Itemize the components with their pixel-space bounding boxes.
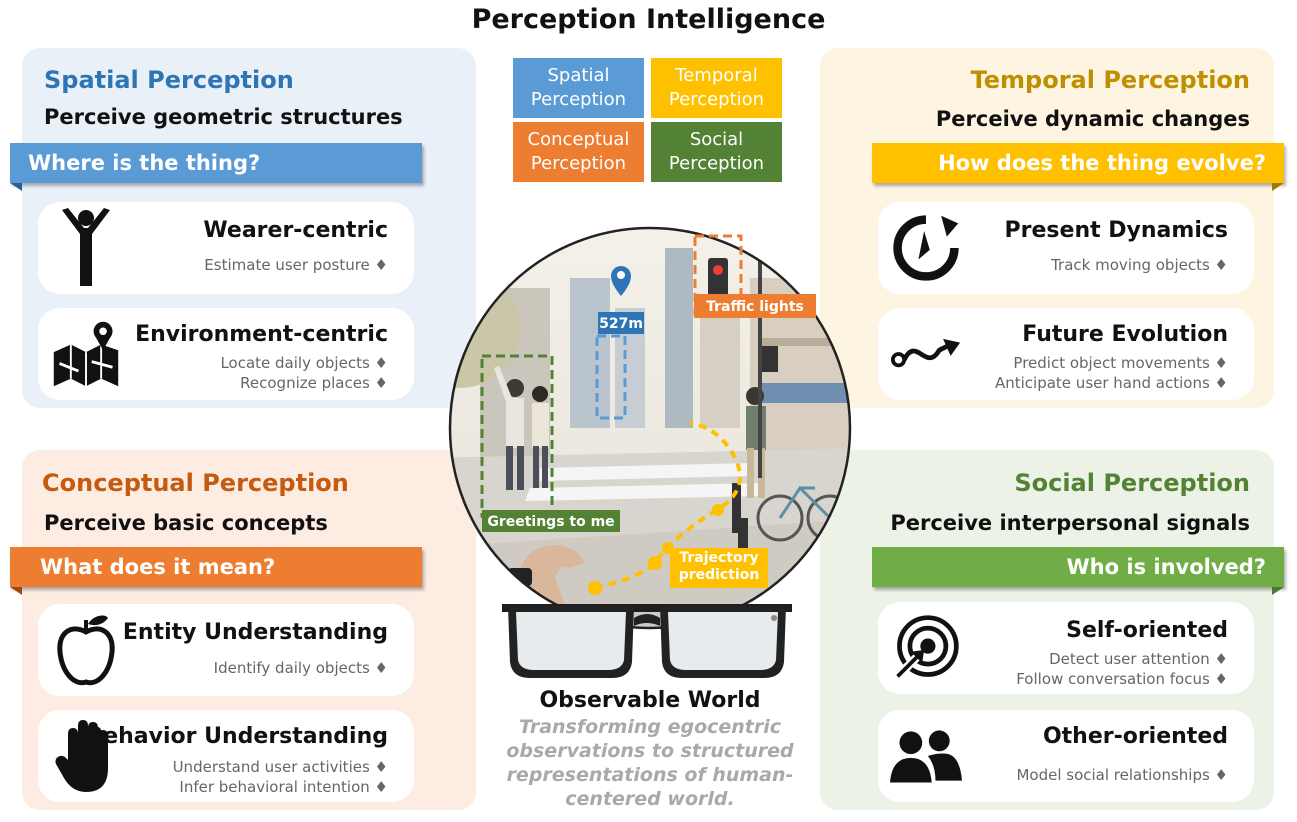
observable-world-description: Transforming egocentric observations to …: [506, 716, 794, 810]
wearer-centric-card: Wearer-centric Estimate user posture ♦: [38, 202, 414, 294]
map-pin-icon: [50, 308, 122, 400]
card-title: Entity Understanding: [122, 620, 388, 645]
target-icon: [890, 602, 962, 694]
conceptual-question-banner: What does it mean?: [10, 547, 422, 587]
traffic-lights-label: Traffic lights: [706, 299, 804, 315]
apple-icon: [50, 604, 122, 696]
trajectory-label: Trajectory prediction: [678, 550, 760, 583]
conceptual-title: Conceptual Perception: [42, 469, 349, 497]
clock-refresh-icon: [890, 202, 962, 294]
card-line: Model social relationships ♦: [1016, 766, 1228, 784]
wave-arrow-icon: [890, 308, 962, 400]
environment-centric-card: Environment-centric Locate daily objects…: [38, 308, 414, 400]
spatial-question-banner: Where is the thing?: [10, 143, 422, 183]
other-oriented-card: Other-oriented Model social relationship…: [878, 710, 1254, 802]
page-title: Perception Intelligence: [471, 4, 826, 35]
card-title: Wearer-centric: [203, 218, 388, 243]
card-line: Recognize places ♦: [240, 374, 388, 392]
social-subtitle: Perceive interpersonal signals: [890, 511, 1250, 535]
legend-spatial: Spatial Perception: [513, 58, 644, 118]
card-title: Other-oriented: [1042, 724, 1228, 749]
conceptual-subtitle: Perceive basic concepts: [44, 511, 328, 535]
social-title: Social Perception: [1014, 469, 1250, 497]
card-title: Behavior Understanding: [86, 724, 388, 749]
card-line: Estimate user posture ♦: [204, 256, 388, 274]
temporal-question-banner: How does the thing evolve?: [872, 143, 1284, 183]
greetings-label: Greetings to me: [487, 514, 615, 530]
legend-conceptual: Conceptual Perception: [513, 122, 644, 182]
card-line: Locate daily objects ♦: [220, 354, 388, 372]
card-line: Predict object movements ♦: [1013, 354, 1228, 372]
card-title: Present Dynamics: [1004, 218, 1228, 243]
card-title: Environment-centric: [135, 322, 388, 347]
hand-icon: [50, 710, 122, 802]
social-question-banner: Who is involved?: [872, 547, 1284, 587]
observable-world-scene: [448, 226, 852, 678]
legend-social: Social Perception: [651, 122, 782, 182]
spatial-subtitle: Perceive geometric structures: [44, 105, 403, 129]
behavior-understanding-card: Behavior Understanding Understand user a…: [38, 710, 414, 802]
card-line: Detect user attention ♦: [1049, 650, 1228, 668]
entity-understanding-card: Entity Understanding Identify daily obje…: [38, 604, 414, 696]
temporal-title: Temporal Perception: [970, 66, 1250, 94]
person-arms-up-icon: [50, 202, 122, 294]
people-icon: [890, 710, 962, 802]
card-line: Understand user activities ♦: [172, 758, 388, 776]
card-title: Future Evolution: [1022, 322, 1228, 347]
legend-temporal: Temporal Perception: [651, 58, 782, 118]
observable-world-title: Observable World: [539, 688, 761, 713]
spatial-title: Spatial Perception: [44, 66, 294, 94]
banner-fold: [10, 587, 22, 595]
self-oriented-card: Self-oriented Detect user attention ♦ Fo…: [878, 602, 1254, 694]
card-line: Anticipate user hand actions ♦: [994, 374, 1228, 392]
card-line: Track moving objects ♦: [1051, 256, 1228, 274]
card-title: Self-oriented: [1066, 618, 1228, 643]
banner-fold: [1272, 587, 1284, 595]
temporal-subtitle: Perceive dynamic changes: [935, 107, 1250, 131]
future-evolution-card: Future Evolution Predict object movement…: [878, 308, 1254, 400]
card-line: Identify daily objects ♦: [213, 659, 388, 677]
present-dynamics-card: Present Dynamics Track moving objects ♦: [878, 202, 1254, 294]
banner-fold: [10, 183, 22, 191]
distance-label: 527m: [599, 316, 643, 332]
card-line: Infer behavioral intention ♦: [179, 778, 388, 796]
banner-fold: [1272, 183, 1284, 191]
card-line: Follow conversation focus ♦: [1016, 670, 1228, 688]
